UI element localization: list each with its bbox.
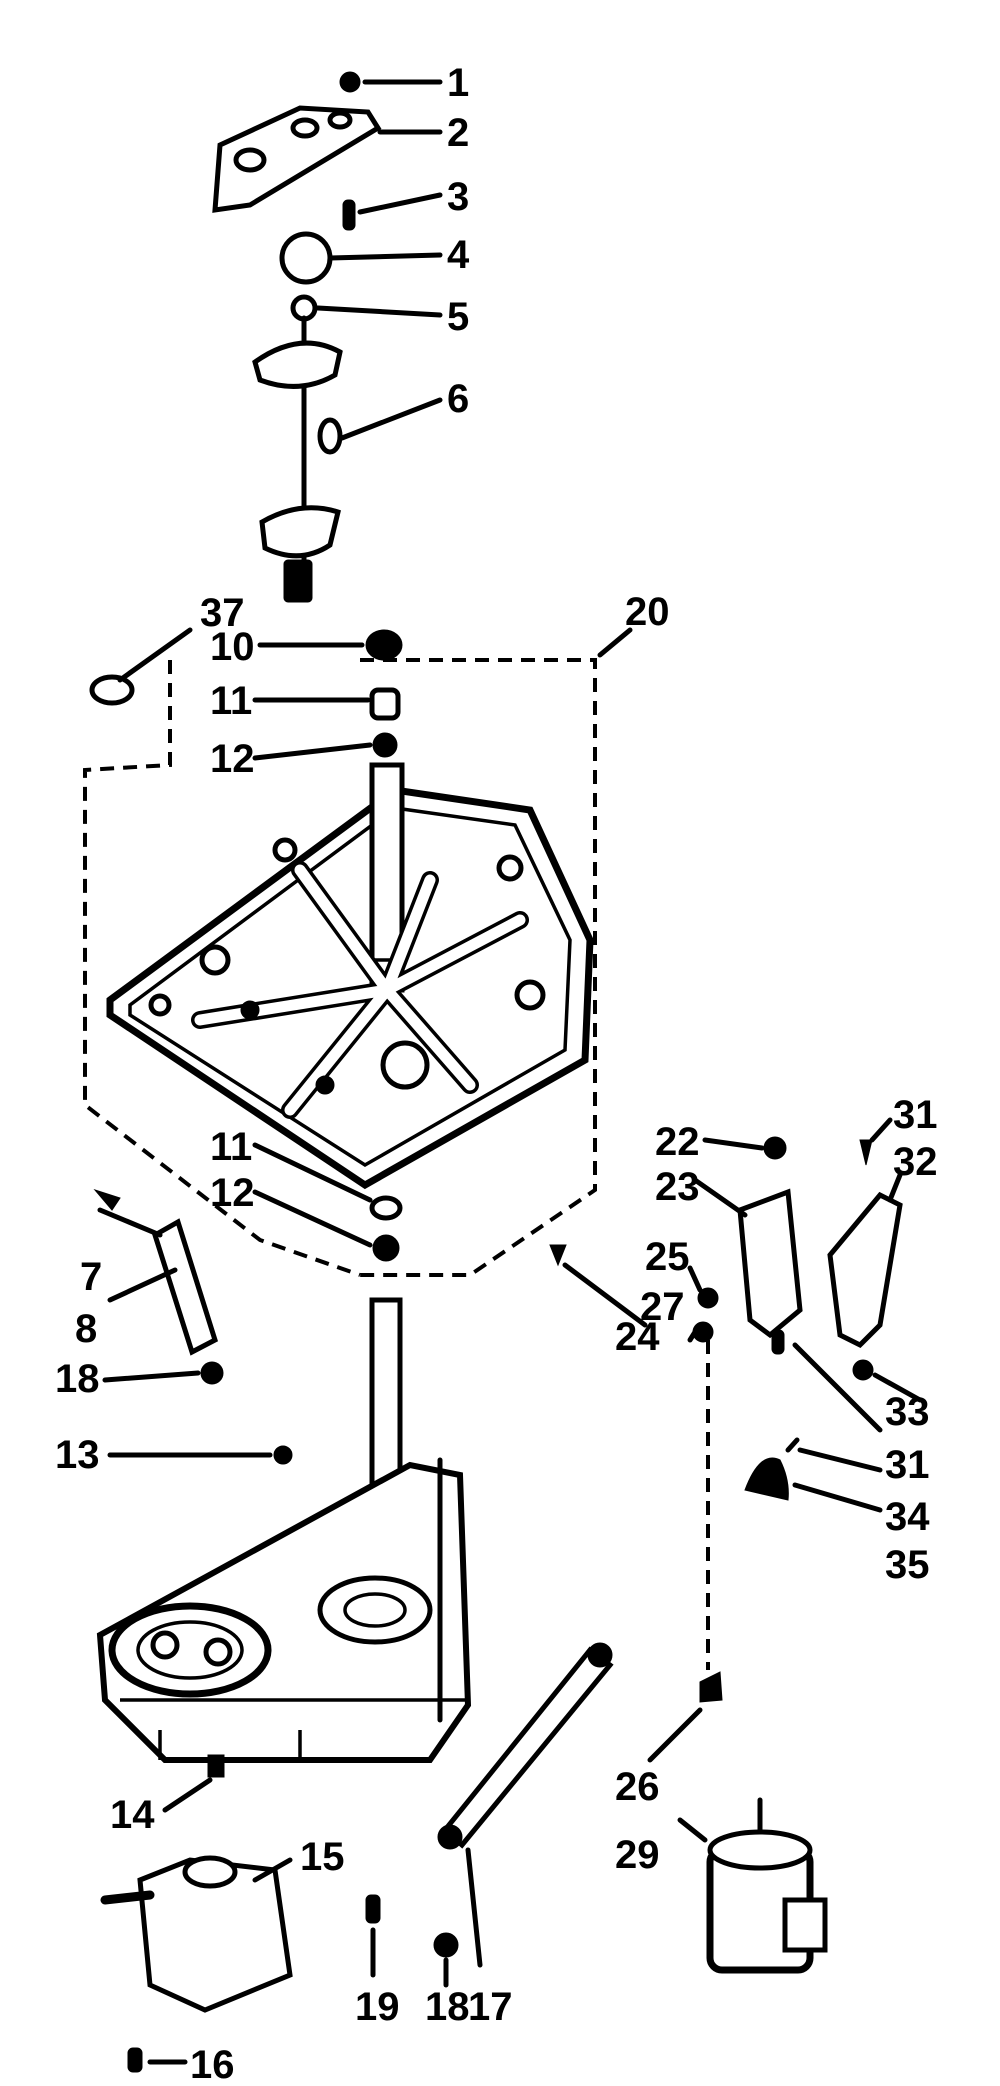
- part-18-nut-lower: [433, 1932, 459, 1958]
- part-33-nut: [852, 1359, 874, 1381]
- label-17: 17: [468, 1985, 513, 2029]
- part-6-shaft-bracket: [252, 315, 343, 603]
- label-1: 1: [447, 61, 469, 105]
- part-2-bracket-plate: [212, 105, 382, 213]
- label-37: 37: [200, 591, 245, 635]
- part-3-pin: [342, 199, 356, 231]
- label-4: 4: [447, 233, 470, 277]
- part-18-nut-left: [200, 1361, 224, 1385]
- label-7: 7: [80, 1255, 102, 1299]
- label-19: 19: [355, 1985, 400, 2029]
- label-10: 10: [210, 625, 255, 669]
- part-37-cap: [89, 674, 135, 706]
- leader-lines: [97, 79, 923, 2065]
- part-24-screw: [549, 1244, 567, 1267]
- label-31b: 31: [885, 1443, 930, 1487]
- part-10-nut: [365, 629, 403, 661]
- part-22-nut: [763, 1136, 787, 1160]
- label-3: 3: [447, 175, 469, 219]
- label-6: 6: [447, 377, 469, 421]
- label-20: 20: [625, 590, 670, 634]
- part-29-motor: [706, 1797, 828, 1974]
- label-16: 16: [190, 2043, 235, 2086]
- label-18a: 18: [55, 1357, 100, 1401]
- part-7-screw: [93, 1188, 121, 1211]
- part-11-bearing-lower: [369, 1195, 403, 1221]
- gearcase-body: [96, 1297, 472, 1763]
- label-32: 32: [893, 1140, 938, 1184]
- label-27: 27: [640, 1285, 685, 1329]
- part-25-nut: [697, 1287, 719, 1309]
- label-25: 25: [645, 1235, 690, 1279]
- label-24: 24: [615, 1315, 660, 1359]
- part-32-bracket: [827, 1191, 903, 1349]
- part-31-screw-lower: [771, 1329, 785, 1355]
- part-15-pump: [100, 1855, 293, 2013]
- label-23: 23: [655, 1165, 700, 1209]
- label-33: 33: [885, 1390, 930, 1434]
- label-35: 35: [885, 1543, 930, 1587]
- assembly-20-gearcase-cover: [83, 658, 597, 1277]
- label-12a: 12: [210, 737, 255, 781]
- label-14: 14: [110, 1793, 155, 1837]
- part-31-screw-upper: [859, 1139, 873, 1166]
- part-17-link: [437, 1642, 614, 1850]
- part-26-bushing: [699, 1340, 723, 1703]
- part-12-seal-lower: [372, 1234, 400, 1262]
- label-11b: 11: [210, 1125, 252, 1169]
- part-35-cap: [744, 1457, 789, 1501]
- label-15: 15: [300, 1835, 345, 1879]
- part-14-fitting: [207, 1754, 225, 1778]
- part-23-bracket: [737, 1188, 803, 1339]
- label-18b: 18: [425, 1985, 470, 2029]
- label-11a: 11: [210, 679, 252, 723]
- label-31a: 31: [893, 1093, 938, 1137]
- part-1-ball: [339, 71, 361, 93]
- label-8: 8: [75, 1307, 97, 1351]
- part-12-seal-upper: [372, 732, 398, 758]
- label-5: 5: [447, 295, 469, 339]
- part-4-ring: [279, 231, 333, 285]
- part-number-labels: 1 2 3 4 5 6 37 10 11 12 20 11 12 7 8 18 …: [55, 61, 938, 2086]
- part-16-screw: [127, 2047, 143, 2073]
- label-29: 29: [615, 1833, 660, 1877]
- part-8-link: [152, 1218, 219, 1356]
- part-34-pin: [785, 1437, 800, 1453]
- label-2: 2: [447, 111, 469, 155]
- label-34: 34: [885, 1495, 930, 1539]
- part-13-ball: [273, 1445, 293, 1465]
- part-11-bearing-upper: [369, 687, 401, 721]
- label-26: 26: [615, 1765, 660, 1809]
- label-12b: 12: [210, 1171, 255, 1215]
- part-19-screw: [365, 1894, 381, 1924]
- label-22: 22: [655, 1120, 700, 1164]
- label-13: 13: [55, 1433, 100, 1477]
